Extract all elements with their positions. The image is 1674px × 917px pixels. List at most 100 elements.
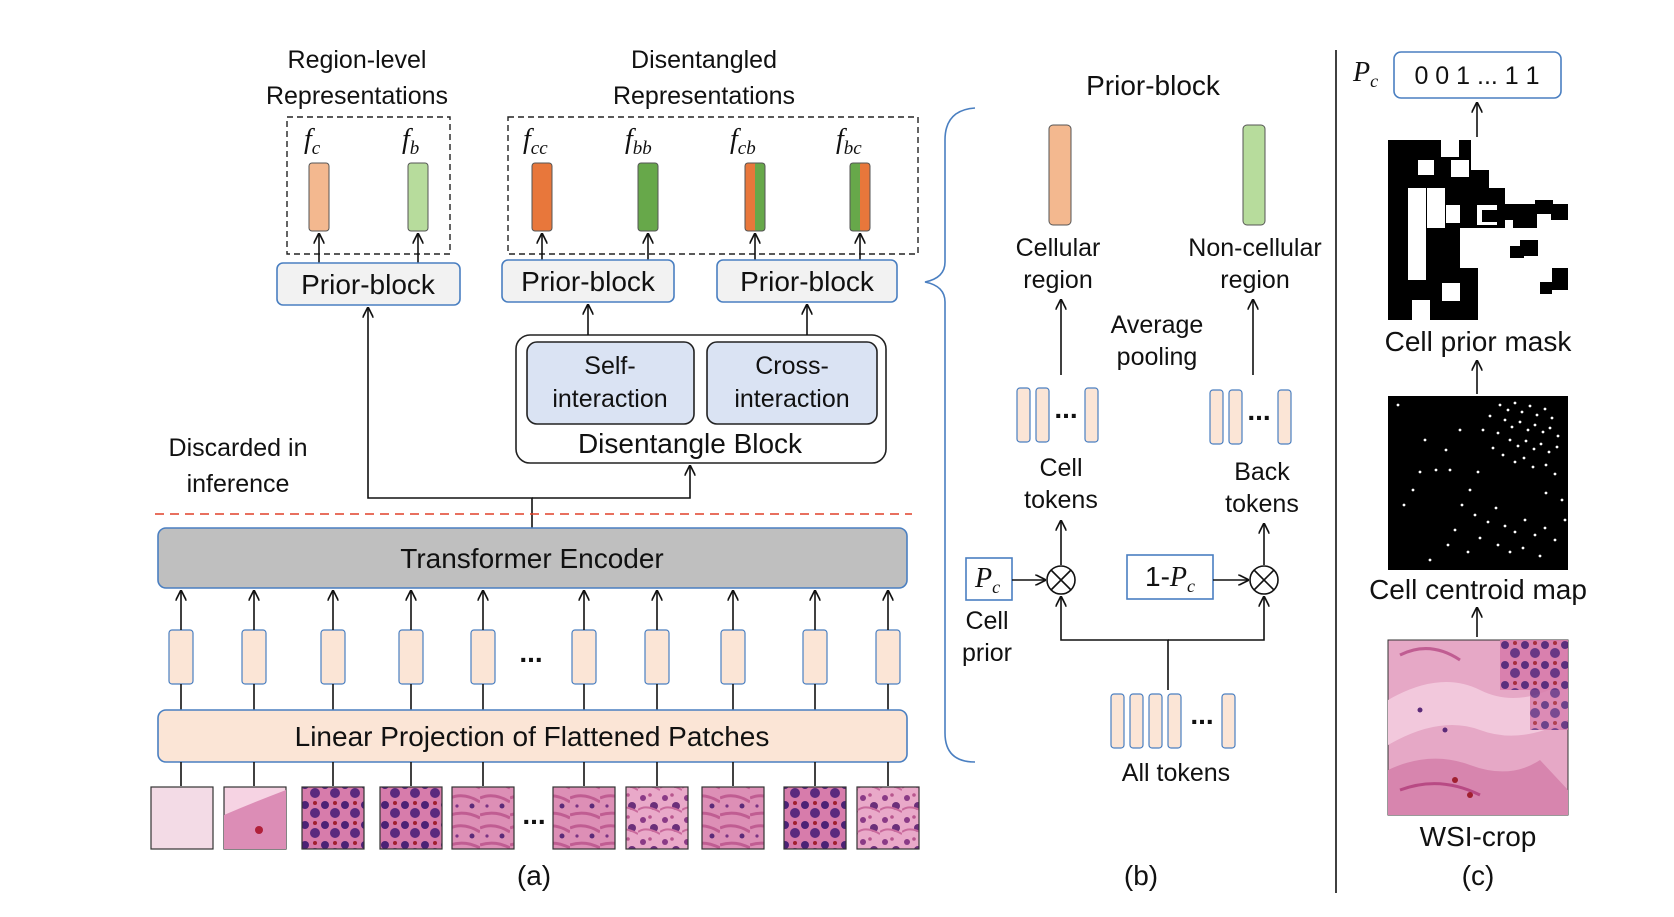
patch-ellipsis: ...: [522, 799, 545, 830]
cross-interaction-label-2: interaction: [734, 385, 849, 413]
image-patch: [701, 786, 765, 850]
image-patch: [451, 786, 515, 850]
noncellular-region-label-2: region: [1220, 266, 1290, 294]
image-patch: [783, 786, 847, 850]
cell-prior-label-2: prior: [962, 639, 1012, 667]
patch-tokens: [168, 629, 901, 685]
noncellular-feature-bar: [1242, 124, 1266, 226]
projection-lines: [180, 684, 889, 710]
prior-block-title: Prior-block: [1086, 70, 1221, 101]
transformer-encoder-label: Transformer Encoder: [400, 543, 664, 574]
panel-a: Region-level Representations Disentangle…: [150, 46, 920, 891]
arrow-encoder-to-region-prior: [368, 308, 533, 528]
wsi-crop-label: WSI-crop: [1420, 821, 1537, 852]
wsi-crop-image: [1387, 639, 1569, 816]
cross-interaction-label: Cross-: [755, 352, 829, 380]
panel-c: Pc 0 0 1 ... 1 1: [1352, 51, 1587, 891]
discarded-label-2: inference: [187, 470, 290, 498]
cellular-region-label: Cellular: [1016, 234, 1101, 262]
cellular-region-label-2: region: [1023, 266, 1093, 294]
transformer-encoder: [157, 527, 908, 589]
linear-projection: [157, 709, 908, 763]
prior-block-self: [501, 259, 675, 303]
feature-label-fbc: fbc: [836, 124, 862, 159]
average-pooling-label: Average: [1111, 311, 1204, 339]
token-ellipsis: ...: [519, 637, 542, 668]
feature-bar-fcc: [531, 162, 553, 232]
feature-label-fb: fb: [402, 124, 419, 159]
back-tokens-label-2: tokens: [1225, 490, 1299, 518]
feature-label-fcb: fcb: [730, 124, 756, 159]
cross-interaction-box: [706, 341, 878, 425]
patch-token: [320, 629, 346, 685]
feature-bar-fc: [308, 162, 330, 232]
patch-token: [398, 629, 424, 685]
image-patch: [379, 786, 443, 850]
image-patch: [856, 786, 920, 850]
region-level-title-2: Representations: [266, 82, 448, 110]
caption-a: (a): [517, 860, 551, 891]
image-patch: [625, 786, 689, 850]
caption-b: (b): [1124, 860, 1158, 891]
cell-centroid-map: [1388, 396, 1568, 570]
feature-label-fcc: fcc: [523, 124, 548, 159]
linear-projection-label: Linear Projection of Flattened Patches: [295, 721, 770, 752]
patch-token: [875, 629, 901, 685]
multiply-symbol-cell: [1050, 569, 1072, 591]
disentangle-block-label: Disentangle Block: [578, 428, 803, 459]
prior-block-region-label: Prior-block: [301, 269, 436, 300]
patch-lines: [180, 762, 889, 786]
region-level-title: Region-level: [288, 46, 427, 74]
all-tokens-label: All tokens: [1122, 759, 1230, 787]
pc-label: Pc: [974, 563, 1000, 597]
patch-token: [644, 629, 670, 685]
cell-centroid-map-label: Cell centroid map: [1369, 574, 1587, 605]
feature-bar-fbc: [849, 162, 871, 232]
discarded-label: Discarded in: [169, 434, 308, 462]
prior-block-region: [276, 262, 461, 306]
region-level-box: [286, 116, 451, 255]
disentangled-title: Disentangled: [631, 46, 777, 74]
cell-tokens-group: [1016, 387, 1099, 443]
cell-tokens-label-2: tokens: [1024, 486, 1098, 514]
noncellular-region-label: Non-cellular: [1188, 234, 1321, 262]
pc-vector-text: 0 0 1 ... 1 1: [1414, 62, 1539, 90]
disentangled-box: [507, 116, 919, 255]
pc-vector-symbol: Pc: [1352, 57, 1378, 91]
cell-tokens-label: Cell: [1039, 454, 1082, 482]
image-patch: [301, 786, 365, 850]
all-tokens-ellipsis: ...: [1190, 699, 1213, 730]
cell-prior-mask-label: Cell prior mask: [1385, 326, 1573, 357]
disentangled-title-2: Representations: [613, 82, 795, 110]
image-patch: [552, 786, 616, 850]
arrow-all-to-back-mult: [1168, 597, 1264, 641]
cellular-feature-bar: [1048, 124, 1072, 226]
image-patch: [150, 786, 214, 850]
pc-box: [965, 557, 1013, 601]
self-interaction-label: Self-: [584, 352, 635, 380]
multiply-symbol-back: [1253, 569, 1275, 591]
one-minus-pc-box: [1126, 554, 1214, 600]
cell-prior-label: Cell: [965, 607, 1008, 635]
feature-label-fbb: fbb: [625, 124, 652, 159]
patch-token: [470, 629, 496, 685]
back-tokens-label: Back: [1234, 458, 1290, 486]
self-interaction-label-2: interaction: [552, 385, 667, 413]
patch-token: [241, 629, 267, 685]
feature-bar-fb: [407, 162, 429, 232]
image-patch: [223, 786, 287, 850]
cell-prior-mask: [1388, 140, 1570, 320]
panel-b: Prior-block Cellular region Non-cellular…: [962, 70, 1322, 891]
brace: [924, 107, 976, 763]
back-tokens-ellipsis: ...: [1247, 395, 1270, 426]
one-minus-pc-label: 1-Pc: [1145, 561, 1195, 596]
average-pooling-label-2: pooling: [1117, 343, 1198, 371]
feature-label-fc: fc: [304, 124, 321, 159]
patch-token: [571, 629, 597, 685]
self-interaction-box: [526, 341, 695, 425]
pc-vector-box: [1393, 51, 1562, 99]
patch-token: [720, 629, 746, 685]
prior-block-cross: [716, 259, 898, 303]
feature-bar-fbb: [637, 162, 659, 232]
